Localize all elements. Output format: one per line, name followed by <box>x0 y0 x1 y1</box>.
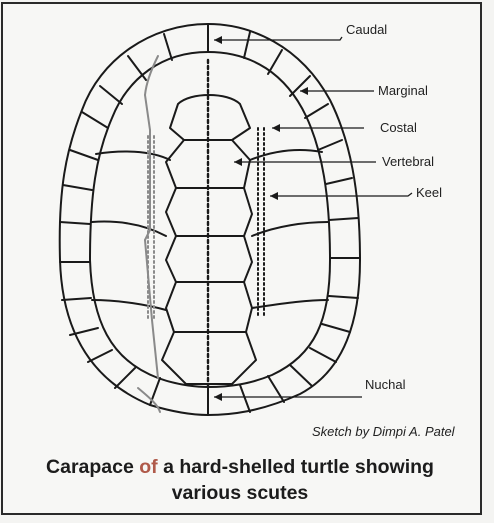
figure-caption: Carapace of a hard-shelled turtle showin… <box>20 454 460 506</box>
caption-line-2: various scutes <box>20 480 460 506</box>
caption-line-1: Carapace of a hard-shelled turtle showin… <box>20 454 460 480</box>
label-caudal: Caudal <box>346 22 387 37</box>
costal-scutes <box>92 150 328 310</box>
label-marginal: Marginal <box>378 83 428 98</box>
caption-part-1: Carapace <box>46 456 139 478</box>
marginal-inner-boundary <box>90 52 330 387</box>
sketch-credit: Sketch by Dimpi A. Patel <box>312 424 455 439</box>
label-vertebral: Vertebral <box>382 154 434 169</box>
label-costal: Costal <box>380 120 417 135</box>
label-nuchal: Nuchal <box>365 377 406 392</box>
label-keel: Keel <box>416 185 442 200</box>
shell-outline <box>60 24 360 415</box>
caption-part-2: a hard-shelled turtle showing <box>158 456 434 478</box>
left-keel-gray <box>138 56 160 412</box>
caption-accent: of <box>139 456 157 478</box>
